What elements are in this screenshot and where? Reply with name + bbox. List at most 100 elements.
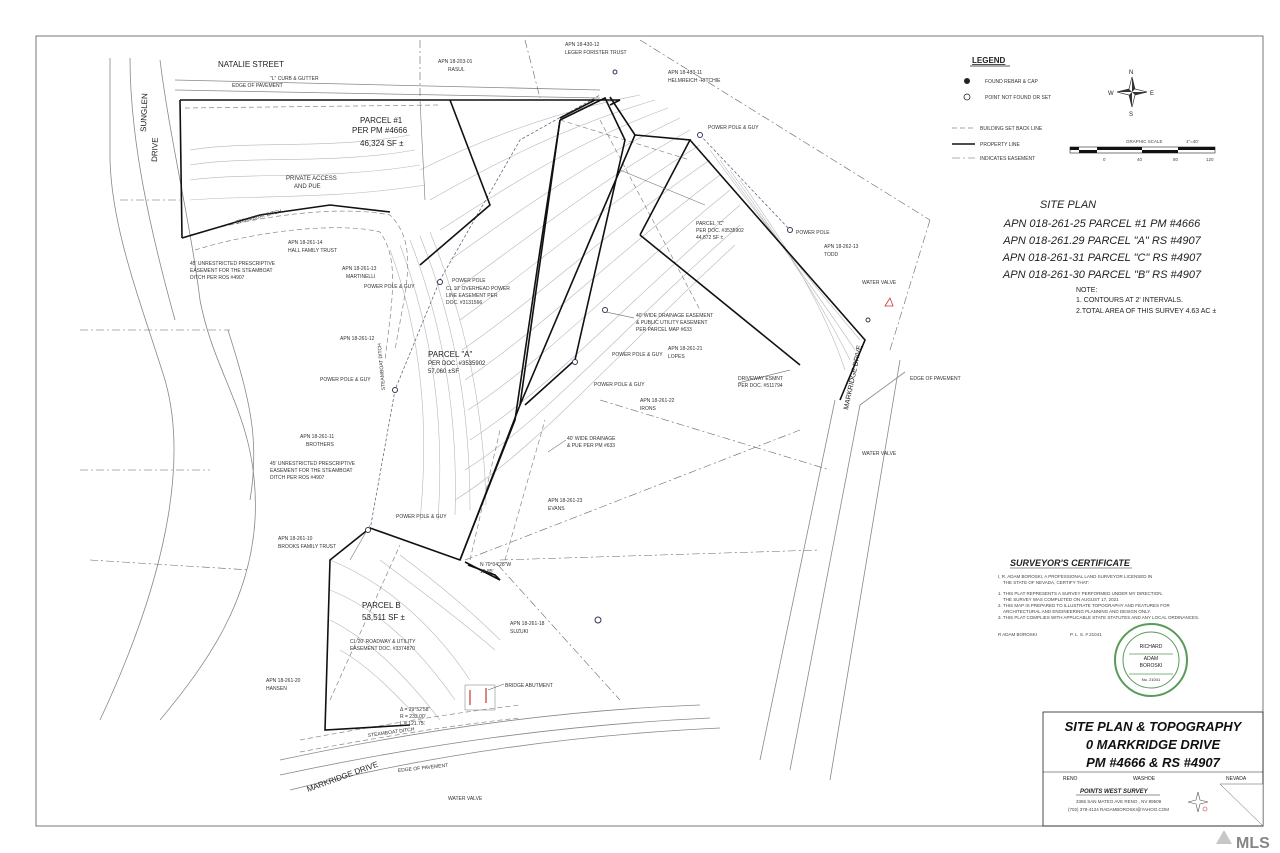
power-pole-guy-label: POWER POLE & GUY [612, 352, 663, 358]
parcel-area: 57,060 ±SF [428, 369, 459, 375]
apn-owner: LOPES [668, 354, 685, 360]
apn-label: APN 18-430-12 [565, 42, 600, 48]
title-line-3: PM #4666 & RS #4907 [1086, 755, 1220, 770]
water-valve-label: WATER VALVE [448, 796, 483, 802]
easement-note: 45' UNRESTRICTED PRESCRIPTIVE [190, 261, 276, 267]
street-sunglen: SUNGLEN [139, 93, 149, 132]
parcel-1-label: PARCEL #1 PER PM #4666 46,324 SF ± [352, 116, 408, 148]
compass-n: N [1129, 70, 1133, 76]
apn-owner: LEGER FORISTER TRUST [565, 50, 627, 56]
easement-note: 45' UNRESTRICTED PRESCRIPTIVE [270, 461, 356, 467]
legend-not-found: POINT NOT FOUND OR SET [985, 95, 1051, 101]
legend-title: LEGEND [972, 56, 1006, 65]
driveway-note: DRIVEWAY ESMNT [738, 376, 783, 382]
easement-note: DITCH PER ROS #4907 [190, 275, 245, 281]
apn-owner: TODD [824, 252, 838, 258]
apn-label: APN 18-430-11 [668, 70, 702, 76]
site-plan-title: SITE PLAN [1040, 199, 1096, 211]
certificate-line: 3. THIS PLAT COMPLIES WITH APPLICABLE ST… [998, 615, 1199, 620]
apn-owner: SUZUKI [510, 629, 528, 635]
apn-label: APN 18-261-14 [288, 240, 323, 246]
ohl-note: LINE EASEMENT PER [446, 293, 498, 299]
water-valve-label: WATER VALVE [862, 280, 897, 286]
scale-tick: 80 [1173, 157, 1179, 162]
power-pole-label: POWER POLE [452, 278, 486, 284]
power-pole-guy-label: POWER POLE & GUY [320, 377, 371, 383]
scale-tick: 0 [1103, 157, 1106, 162]
parcel-c-label: PARCEL "C" PER DOC. #3535902 44,872 SF ± [696, 221, 744, 241]
edge-pavement-bottom: EDGE OF PAVEMENT [398, 763, 449, 774]
firm-address: 3365 SAN MATEO AVE RENO , NV 89509 [1076, 799, 1162, 804]
power-pole-icon [602, 307, 608, 313]
apn-label: APN 18-261-22 [640, 398, 675, 404]
parcel-ref: PER DOC. #3535902 [696, 228, 744, 234]
firm-name: POINTS WEST SURVEY [1080, 789, 1149, 795]
steamboat-ditch-label: STEAMBOAT DITCH [235, 209, 282, 226]
apn-owner: HANSEN [266, 686, 287, 692]
title-city: RENO [1063, 776, 1078, 782]
apn-owner: BROOKS FAMILY TRUST [278, 544, 336, 550]
compass-w: W [1108, 91, 1114, 97]
apn-label: APN 18-261-10 [278, 536, 313, 542]
note-line: 2.TOTAL AREA OF THIS SURVEY 4.63 AC ± [1076, 308, 1216, 315]
street-markridge-lower: MARKRIDGE DRIVE [306, 760, 380, 794]
apn-owner: HALL FAMILY TRUST [288, 248, 337, 254]
roads [80, 39, 931, 791]
note-line: 1. CONTOURS AT 2' INTERVALS. [1076, 297, 1183, 304]
parcel-b-label: PARCEL B 53,511 SF ± [362, 601, 406, 622]
water-valve-label: WATER VALVE [862, 451, 897, 457]
parcel-area: 44,872 SF ± [696, 235, 723, 241]
scale-tick: 120 [1206, 157, 1214, 162]
certificate-line: THE STATE OF NEVADA, CERTIFY THAT: [1003, 580, 1089, 585]
ohl-note: DOC. #3131566 [446, 300, 482, 306]
power-pole-icon [365, 527, 371, 533]
parcel-name: PARCEL "A" [428, 350, 473, 359]
scale-ratio: 1"=40' [1186, 139, 1199, 144]
mls-watermark: MLS [1216, 830, 1270, 852]
power-pole-guy-label: POWER POLE & GUY [708, 125, 759, 131]
street-natalie: NATALIE STREET [218, 60, 284, 69]
bridge-abutment [464, 684, 496, 711]
certificate-line: ARCHITECTURAL AND ENGINEERING PLANNING A… [1003, 609, 1151, 614]
note-title: NOTE: [1076, 287, 1097, 294]
curve-delta: Δ = 29°52'58" [400, 707, 430, 713]
certificate-signer: R ADAM BOROSKI [998, 632, 1037, 637]
curve-length: L = 121.75' [400, 721, 425, 727]
apn-labels: APN 18-203-01 RASUL APN 18-430-12 LEGER … [266, 42, 859, 692]
surveyor-seal: RICHARD ADAM BOROSKI No. 21041 [1114, 623, 1188, 697]
drainage-note: 40' WIDE DRAINAGE [567, 436, 616, 442]
hydrant-icon [884, 297, 894, 307]
parcel-area: 53,511 SF ± [362, 613, 406, 622]
legend: LEGEND FOUND REBAR & CAP POINT NOT FOUND… [952, 56, 1051, 162]
drainage-note: & PUBLIC UTILITY EASEMENT [636, 320, 708, 326]
seal-text: ADAM [1144, 656, 1158, 662]
surveyor-certificate: SURVEYOR'S CERTIFICATE I, R. ADAM BOROSK… [998, 558, 1199, 637]
compass-rose-icon: N S E W [1108, 70, 1154, 118]
easement-note: DITCH PER ROS #4907 [270, 475, 325, 481]
easement-lines [184, 104, 701, 753]
tie-bearing: N 70°04'28"W [480, 562, 511, 568]
scale-tick: 40 [1137, 157, 1143, 162]
street-markridge-right: MARKRIDGE DRIVE [843, 344, 864, 410]
overhead-power-line [369, 94, 791, 531]
apn-owner: IRONS [640, 406, 657, 412]
apn-label: APN 18-203-01 [438, 59, 473, 65]
apn-owner: HELMREICH -RITCHIE [668, 78, 721, 84]
power-pole-guy-label: POWER POLE & GUY [364, 284, 415, 290]
apn-owner: MARTINELLI [346, 274, 375, 280]
legend-property: PROPERTY LINE [980, 142, 1020, 148]
drainage-note: PER PARCEL MAP #633 [636, 327, 692, 333]
drainage-note: 40' WIDE DRAINAGE EASEMENT [636, 313, 713, 319]
certificate-title: SURVEYOR'S CERTIFICATE [1010, 558, 1131, 568]
site-plan-line: APN 018-261-25 PARCEL #1 PM #4666 [1003, 218, 1201, 230]
easement-note: EASEMENT FOR THE STEAMBOAT [190, 268, 273, 274]
edge-pavement-right: EDGE OF PAVEMENT [910, 376, 961, 382]
certificate-line: 2. THIS MAP IS PREPARED TO ILLUSTRATE TO… [998, 603, 1170, 608]
power-pole-icon [612, 69, 618, 75]
seal-text: BOROSKI [1140, 663, 1163, 669]
legend-setback: BUILDING SET BACK LINE [980, 126, 1043, 132]
compass-e: E [1150, 91, 1154, 97]
curve-radius: R = 233.00' [400, 714, 426, 720]
power-pole-icon [572, 359, 578, 365]
graphic-scale: GRAPHIC SCALE 1"=40' 0 40 80 120 [1069, 139, 1216, 162]
